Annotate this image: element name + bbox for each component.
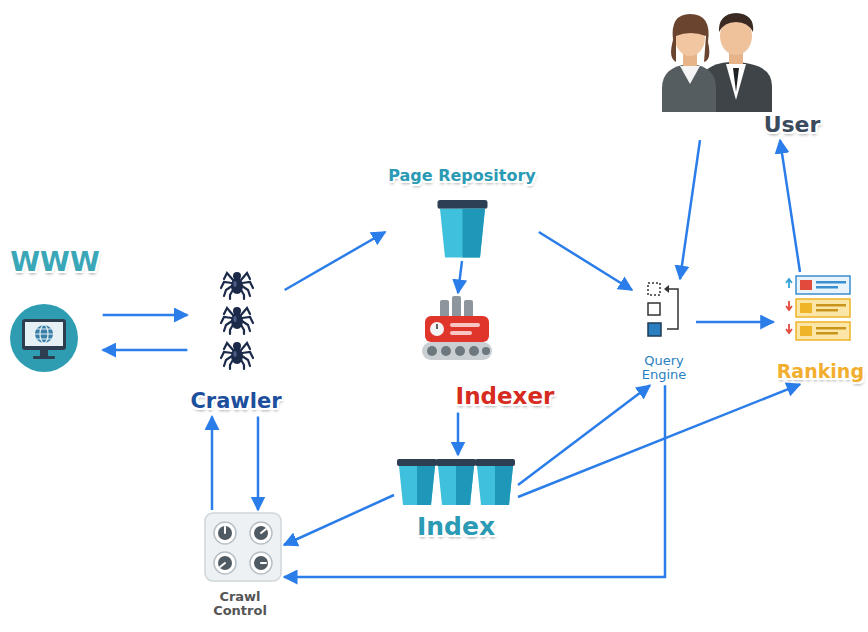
www-node: WWW xyxy=(7,244,103,375)
query-engine-node: Query Engine xyxy=(632,279,696,385)
flow-arrow xyxy=(284,385,665,577)
flow-arrow xyxy=(103,349,188,352)
node-label: Query Engine xyxy=(635,354,693,383)
crawler-node: Crawler xyxy=(187,262,284,417)
flow-arrow xyxy=(285,232,386,290)
crawl-control-node: Crawl Control xyxy=(202,510,284,621)
ranking-node: Ranking xyxy=(774,272,867,384)
node-label: User xyxy=(764,113,821,137)
node-label: Ranking xyxy=(777,361,864,382)
flow-arrow xyxy=(458,261,462,293)
flow-arrow xyxy=(457,413,460,455)
user-node: User xyxy=(658,9,823,140)
node-label: Crawler xyxy=(190,390,281,413)
flow-arrow xyxy=(780,140,800,272)
node-label: Indexer xyxy=(456,384,555,409)
flow-arrow xyxy=(211,417,214,511)
flow-arrow xyxy=(696,321,774,324)
index-node: Index xyxy=(394,455,518,544)
flow-arrow xyxy=(257,417,260,511)
flow-arrow xyxy=(518,384,800,497)
flow-arrow xyxy=(680,140,700,279)
node-label: Crawl Control xyxy=(208,590,272,619)
node-label: WWW xyxy=(10,247,99,277)
flow-arrow xyxy=(103,314,188,317)
flow-arrow xyxy=(539,232,632,290)
node-label: Index xyxy=(417,513,495,541)
indexer-node: Indexer xyxy=(419,293,557,413)
node-label: Page Repository xyxy=(388,167,536,185)
flow-arrow xyxy=(284,495,394,545)
repository-node: Page Repository xyxy=(385,164,539,261)
